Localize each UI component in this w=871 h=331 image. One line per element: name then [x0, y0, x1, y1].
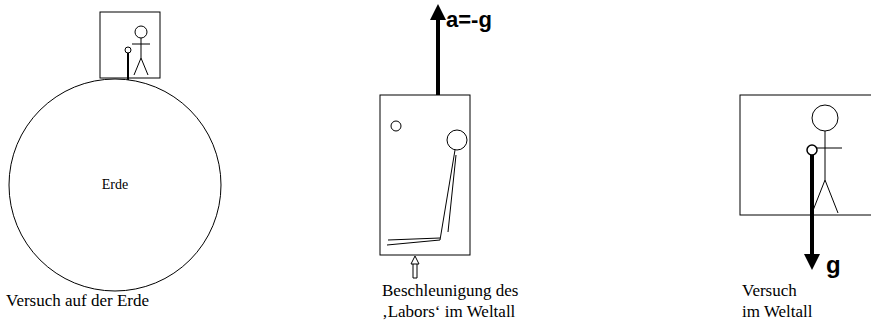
earth-circle: Erde: [8, 78, 222, 292]
acceleration-arrow: [436, 12, 440, 95]
thrust-arrow: [411, 256, 419, 278]
ball: [391, 121, 401, 131]
caption: Beschleunigung des ‚Labors‘ im Weltall: [382, 280, 542, 323]
sitting-figure: [387, 130, 467, 245]
ball: [807, 145, 817, 155]
node-label: Erde: [102, 177, 128, 193]
caption: Versuch im Weltall: [742, 280, 816, 323]
caption: Versuch auf der Erde: [6, 290, 206, 311]
stick-figure: [132, 26, 150, 75]
ball: [125, 47, 131, 53]
acceleration-label: a=-g: [446, 6, 536, 34]
lab-box: [100, 12, 160, 78]
gravity-arrow: [810, 155, 814, 262]
gravity-label: g: [826, 250, 856, 280]
lab-box: [380, 95, 470, 255]
lab-box: [740, 95, 871, 215]
